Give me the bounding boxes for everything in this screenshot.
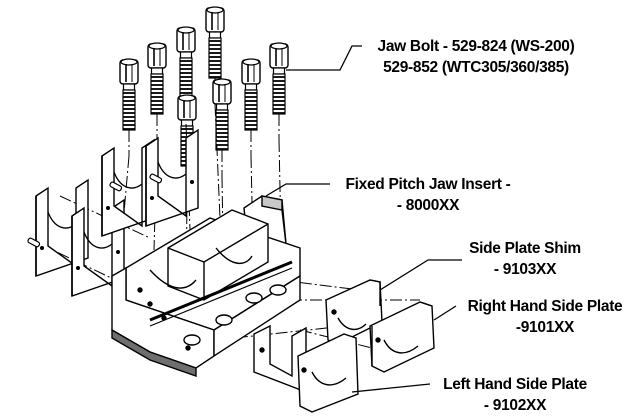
- callout-right-hand-side-plate-line2: -9101XX: [515, 319, 575, 336]
- callout-right-hand-side-plate-line1: Right Hand Side Plate: [467, 298, 623, 315]
- left-hand-side-plate: [253, 324, 359, 413]
- jaw-base-block: [111, 209, 301, 377]
- left-exploded-plates: [27, 129, 199, 297]
- callout-side-plate-shim-line2: - 9103XX: [493, 261, 557, 278]
- jaw-bolt: [119, 58, 139, 157]
- callout-side-plate-shim-line1: Side Plate Shim: [469, 240, 581, 257]
- jaw-bolt: [147, 42, 167, 141]
- right-hand-side-plate: [369, 301, 435, 373]
- callout-jaw-bolt-line2: 529-852 (WTC305/360/385): [383, 59, 569, 76]
- callout-left-hand-side-plate-line1: Left Hand Side Plate: [443, 376, 587, 393]
- callout-jaw-insert-line1: Fixed Pitch Jaw Insert -: [345, 176, 511, 193]
- jaw-bolt: [241, 58, 261, 157]
- callout-left-hand-side-plate: Left Hand Side Plate - 9102XX: [430, 374, 600, 416]
- callout-right-hand-side-plate: Right Hand Side Plate -9101XX: [454, 296, 636, 338]
- jaw-bolt: [269, 42, 289, 141]
- callout-jaw-bolt: Jaw Bolt - 529-824 (WS-200) 529-852 (WTC…: [356, 36, 596, 78]
- callout-jaw-insert-line2: - 8000XX: [396, 197, 460, 214]
- callout-jaw-insert: Fixed Pitch Jaw Insert - - 8000XX: [330, 174, 526, 216]
- callout-leaders: [265, 45, 462, 393]
- callout-side-plate-shim: Side Plate Shim - 9103XX: [464, 238, 586, 280]
- callout-left-hand-side-plate-line2: - 9102XX: [483, 397, 547, 414]
- callout-jaw-bolt-line1: Jaw Bolt - 529-824 (WS-200): [377, 38, 575, 55]
